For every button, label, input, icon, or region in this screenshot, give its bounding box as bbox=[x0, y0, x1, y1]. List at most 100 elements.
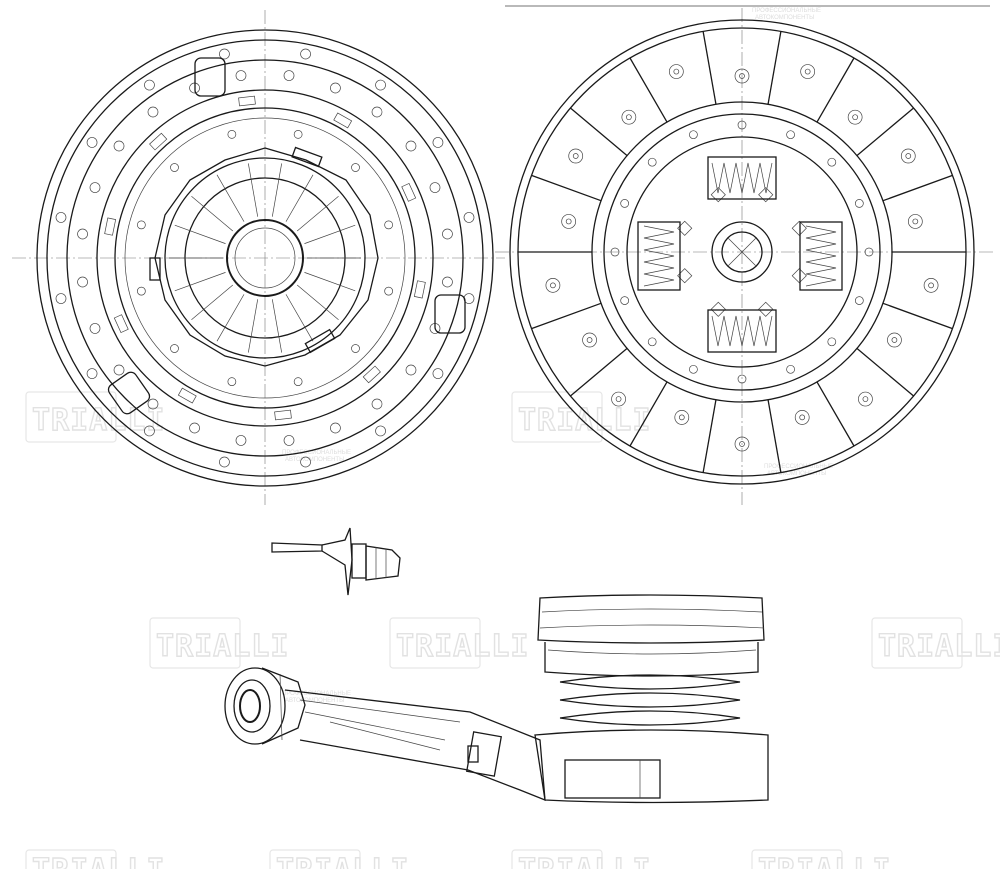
segment-divider bbox=[767, 31, 782, 105]
mounting-hole bbox=[432, 137, 444, 148]
mounting-hole bbox=[384, 286, 393, 296]
diaphragm-finger bbox=[247, 299, 259, 353]
rivet bbox=[582, 332, 597, 348]
rivet-center bbox=[572, 153, 579, 159]
hub-rivet bbox=[827, 337, 837, 347]
mounting-hole bbox=[235, 435, 247, 446]
segment-divider bbox=[569, 347, 628, 397]
svg-text:ПРОФЕССИОНАЛЬНЫЕ: ПРОФЕССИОНАЛЬНЫЕ bbox=[282, 450, 351, 456]
mounting-hole bbox=[137, 286, 146, 296]
mounting-hole bbox=[227, 377, 237, 386]
mounting-hole bbox=[147, 106, 159, 118]
mounting-hole bbox=[86, 368, 98, 379]
rivet-center bbox=[852, 114, 858, 121]
svg-text:TRIALLI: TRIALLI bbox=[276, 853, 409, 869]
damper-spring bbox=[707, 156, 777, 200]
rivet bbox=[561, 214, 577, 229]
segment-divider bbox=[702, 31, 717, 105]
damper-spring bbox=[637, 221, 681, 291]
segment-divider bbox=[856, 347, 915, 397]
diaphragm-finger bbox=[191, 284, 234, 320]
rivet-center bbox=[739, 73, 745, 79]
watermark-layer: TRIALLI TRIALLI TRIALLI TRIALLI TRIALLI … bbox=[25, 8, 1000, 869]
cover-slot bbox=[333, 112, 353, 129]
mounting-hole bbox=[219, 48, 230, 60]
hub-rivet bbox=[786, 130, 795, 140]
mounting-holes bbox=[55, 48, 475, 468]
mounting-hole bbox=[405, 364, 417, 376]
hub-rivet bbox=[854, 296, 864, 305]
mounting-hole bbox=[137, 220, 146, 230]
segment-divider bbox=[856, 107, 915, 157]
hub-rivet bbox=[610, 247, 620, 257]
mounting-hole bbox=[55, 212, 67, 223]
svg-text:АВТОКОМПОНЕНТЫ: АВТОКОМПОНЕНТЫ bbox=[767, 471, 826, 477]
watermark: TRIALLI bbox=[269, 849, 409, 869]
mounting-hole bbox=[86, 137, 98, 148]
diaphragm-finger bbox=[271, 163, 283, 217]
mounting-hole bbox=[283, 435, 295, 446]
mounting-hole bbox=[89, 323, 101, 334]
svg-text:TRIALLI: TRIALLI bbox=[758, 853, 891, 869]
svg-text:TRIALLI: TRIALLI bbox=[878, 629, 1000, 664]
rivet bbox=[923, 277, 939, 293]
rivet bbox=[900, 148, 916, 164]
mounting-hole bbox=[463, 212, 475, 223]
stop-pin bbox=[710, 187, 726, 203]
mounting-hole bbox=[170, 344, 179, 353]
segment-divider bbox=[629, 57, 668, 123]
cover-slot bbox=[238, 95, 256, 107]
rivet bbox=[668, 64, 684, 79]
rivet bbox=[545, 277, 561, 293]
watermark: TRIALLI bbox=[149, 617, 289, 669]
mounting-hole bbox=[405, 140, 417, 152]
rivet-center bbox=[678, 414, 685, 421]
svg-text:АВТОКОМПОНЕНТЫ: АВТОКОМПОНЕНТЫ bbox=[755, 15, 814, 21]
hub-rivet bbox=[786, 364, 795, 374]
rivet bbox=[800, 64, 816, 79]
rivet-center bbox=[586, 337, 593, 343]
segment-divider bbox=[531, 174, 602, 202]
diaphragm-finger bbox=[174, 272, 226, 292]
rivet-center bbox=[862, 396, 869, 402]
mounting-hole bbox=[384, 220, 393, 230]
svg-text:АВТОКОМПОНЕНТЫ: АВТОКОМПОНЕНТЫ bbox=[285, 457, 344, 463]
stop-pin bbox=[758, 187, 774, 203]
watermark: TRIALLI bbox=[25, 391, 165, 443]
diaphragm-fingers bbox=[169, 163, 361, 353]
rivet-center bbox=[739, 441, 745, 447]
diaphragm-finger bbox=[191, 196, 234, 232]
rivet bbox=[734, 436, 750, 452]
diaphragm-finger bbox=[304, 224, 356, 244]
svg-text:ПРОФЕССИОНАЛЬНЫЕ: ПРОФЕССИОНАЛЬНЫЕ bbox=[764, 464, 833, 470]
mounting-hole bbox=[77, 228, 88, 240]
rivet-center bbox=[565, 218, 572, 225]
mounting-hole bbox=[300, 456, 311, 468]
mounting-hole bbox=[227, 130, 237, 139]
svg-text:TRIALLI: TRIALLI bbox=[32, 403, 165, 438]
svg-text:TRIALLI: TRIALLI bbox=[518, 403, 651, 438]
segment-divider bbox=[629, 381, 668, 447]
cover-slot bbox=[274, 409, 292, 421]
pressure-plate bbox=[12, 10, 505, 505]
stop-pin bbox=[758, 301, 774, 317]
cover-slot bbox=[362, 365, 381, 384]
watermark: TRIALLI bbox=[871, 617, 1000, 669]
mounting-hole bbox=[330, 422, 341, 434]
diaphragm-finger bbox=[216, 294, 245, 342]
mounting-hole bbox=[144, 425, 155, 437]
segment-divider bbox=[569, 107, 628, 157]
mounting-hole bbox=[351, 344, 360, 353]
segment-divider bbox=[702, 399, 717, 473]
svg-text:TRIALLI: TRIALLI bbox=[396, 629, 529, 664]
cover-slot bbox=[401, 182, 417, 202]
cover-slot bbox=[149, 132, 168, 151]
damper-spring bbox=[799, 221, 843, 291]
rivet-center bbox=[928, 282, 934, 289]
rivet-center bbox=[550, 282, 556, 289]
mounting-hole bbox=[189, 422, 200, 434]
rivets bbox=[545, 64, 939, 452]
rivet-center bbox=[912, 218, 919, 225]
rivet bbox=[907, 214, 923, 229]
rivet bbox=[621, 109, 637, 125]
